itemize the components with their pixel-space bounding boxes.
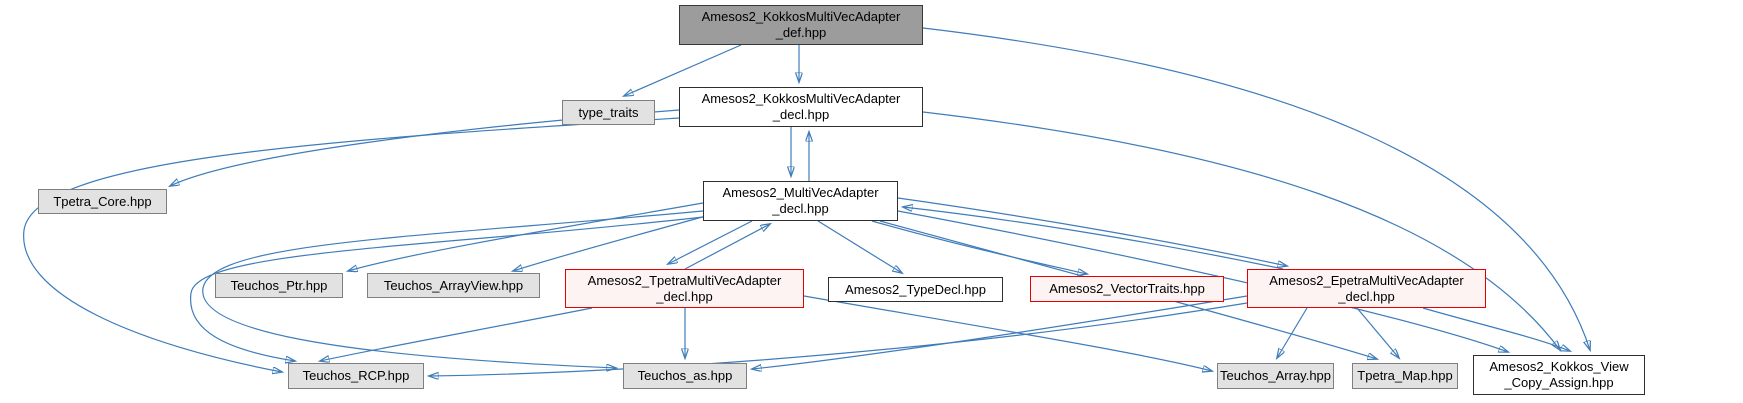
node-amesos2-epetramultivecadapter-decl-hpp[interactable]: Amesos2_EpetraMultiVecAdapter _decl.hpp bbox=[1247, 269, 1486, 308]
node-tpetra-core-hpp: Tpetra_Core.hpp bbox=[38, 189, 167, 214]
node-teuchos-as-hpp: Teuchos_as.hpp bbox=[623, 363, 747, 389]
node-amesos2-kokkos-view-copy-assign-hpp[interactable]: Amesos2_Kokkos_View _Copy_Assign.hpp bbox=[1473, 355, 1645, 395]
node-amesos2-vectortraits-hpp[interactable]: Amesos2_VectorTraits.hpp bbox=[1030, 276, 1224, 302]
edge-def_hpp-type_traits bbox=[624, 44, 742, 96]
edge-epetra_adapter-teuchos_rcp bbox=[429, 302, 1248, 376]
edge-multivec_decl-teuchos_arrayview bbox=[513, 215, 707, 271]
node-amesos2-typedecl-hpp[interactable]: Amesos2_TypeDecl.hpp bbox=[828, 277, 1003, 302]
edge-multivec_decl-tpetra_map bbox=[879, 220, 1377, 359]
edge-epetra_adapter-teuchos_as bbox=[752, 295, 1248, 369]
edge-def_hpp-copy_assign bbox=[922, 27, 1590, 350]
edge-kokkos_decl-teuchos_rcp bbox=[23, 117, 680, 372]
node-amesos2-multivecadapter-decl-hpp[interactable]: Amesos2_MultiVecAdapter _decl.hpp bbox=[703, 181, 898, 221]
node-teuchos-array-hpp: Teuchos_Array.hpp bbox=[1217, 363, 1334, 389]
edge-kokkos_decl-copy_assign bbox=[922, 111, 1560, 350]
edge-multivec_decl-tpetra_adapter bbox=[668, 220, 753, 264]
edge-tpetra_adapter-teuchos_rcp bbox=[320, 307, 593, 361]
edge-tpetra_adapter-teuchos_array bbox=[803, 295, 1212, 371]
node-teuchos-rcp-hpp: Teuchos_RCP.hpp bbox=[288, 363, 424, 389]
edge-multivec_decl-vectortraits bbox=[871, 220, 1087, 274]
edge-epetra_adapter-multivec_decl bbox=[903, 207, 1284, 270]
edge-epetra_adapter-teuchos_array bbox=[1277, 307, 1308, 358]
node-tpetra-map-hpp: Tpetra_Map.hpp bbox=[1352, 363, 1458, 389]
edge-multivec_decl-epetra_adapter bbox=[897, 197, 1287, 266]
edge-epetra_adapter-copy_assign bbox=[1422, 307, 1570, 351]
edge-multivec_decl-teuchos_as bbox=[202, 210, 704, 368]
node-type-traits: type_traits bbox=[562, 100, 655, 125]
node-teuchos-ptr-hpp: Teuchos_Ptr.hpp bbox=[215, 273, 343, 298]
node-amesos2-kokkosmultivecadapter-def-hpp: Amesos2_KokkosMultiVecAdapter _def.hpp bbox=[679, 5, 923, 45]
edge-tpetra_adapter-multivec_decl bbox=[684, 224, 770, 270]
edge-epetra_adapter-tpetra_map bbox=[1356, 307, 1399, 358]
edge-multivec_decl-teuchos_ptr bbox=[348, 202, 704, 271]
edge-multivec_decl-typedecl bbox=[817, 220, 902, 273]
node-amesos2-kokkosmultivecadapter-decl-hpp[interactable]: Amesos2_KokkosMultiVecAdapter _decl.hpp bbox=[679, 87, 923, 127]
edge-multivec_decl-teuchos_rcp bbox=[190, 216, 704, 361]
node-teuchos-arrayview-hpp: Teuchos_ArrayView.hpp bbox=[367, 273, 540, 298]
node-amesos2-tpetramultivecadapter-decl-hpp[interactable]: Amesos2_TpetraMultiVecAdapter _decl.hpp bbox=[565, 269, 804, 308]
